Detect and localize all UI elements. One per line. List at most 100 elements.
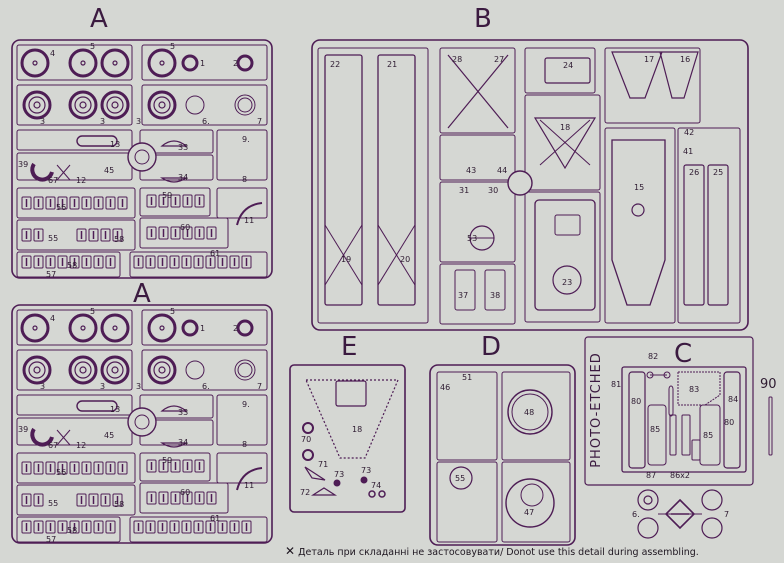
- sprue-a-compartment: [16, 349, 133, 391]
- track-part: [45, 520, 56, 534]
- part-number-label: 30: [488, 186, 498, 195]
- wheel-part: [22, 355, 52, 385]
- pin-part: [160, 140, 188, 183]
- track-part: [88, 493, 99, 507]
- track-part: [33, 461, 44, 475]
- tire-hub: [80, 325, 86, 331]
- track-part: [33, 493, 44, 507]
- track-part: [105, 196, 116, 210]
- part-number-label: 1: [200, 324, 205, 333]
- track-part: [105, 520, 116, 534]
- part-number-label: 33: [178, 408, 188, 417]
- track-part: [206, 491, 217, 505]
- part-number-label: 8: [242, 175, 247, 184]
- part-number-label: 86x2: [670, 471, 690, 480]
- part-23-dome: [552, 265, 582, 295]
- track-part: [158, 226, 169, 240]
- track-part: [45, 196, 56, 210]
- part-number-label: 51: [462, 373, 472, 382]
- part-number-label: 34: [178, 438, 188, 447]
- sprue-a-compartment: [216, 129, 268, 181]
- sprue-b-compartment: [439, 47, 516, 134]
- track-part: [117, 196, 128, 210]
- track-part: [181, 255, 192, 269]
- track-part: [205, 520, 216, 534]
- part-number-label: 61: [210, 249, 220, 258]
- link-part: [76, 400, 118, 412]
- hub-part: [236, 54, 254, 72]
- wheel-rim: [106, 361, 124, 379]
- sprue-a-compartment: [16, 251, 121, 278]
- sprue-a-compartment: [129, 516, 268, 543]
- track-part: [105, 461, 116, 475]
- part-38: [484, 269, 506, 311]
- part-48-inner: [511, 393, 549, 431]
- arm-part: [236, 467, 263, 491]
- track-part: [81, 520, 92, 534]
- sprue-a-compartment: [141, 349, 268, 391]
- sprue-b-compartment: [524, 191, 601, 323]
- track-part: [69, 520, 80, 534]
- wheel-6-hub: [643, 495, 653, 505]
- wheel-rim: [153, 361, 171, 379]
- part-15-hole: [631, 203, 645, 217]
- part-18: [533, 117, 597, 170]
- part-number-label: 47: [524, 508, 534, 517]
- hub-part: [185, 95, 205, 115]
- ring-part: [237, 362, 253, 378]
- track-part: [146, 459, 157, 473]
- sprue-a-frame: [11, 39, 273, 279]
- track-part: [217, 255, 228, 269]
- sprue-b-compartment: [524, 47, 596, 94]
- track-part: [194, 491, 205, 505]
- part-number-label: 13: [110, 140, 120, 149]
- wheel-rim: [153, 96, 171, 114]
- track-part: [100, 493, 111, 507]
- part-70: [302, 422, 314, 434]
- part-number-label: 31: [459, 186, 469, 195]
- sprue-b-compartment: [439, 134, 516, 181]
- track-part: [57, 520, 68, 534]
- sprue-letter-e: E: [341, 332, 357, 362]
- tire-hub: [32, 325, 38, 331]
- wheel-6-diagram: [637, 517, 659, 539]
- wheel-part: [147, 90, 177, 120]
- part-number-label: 39: [18, 160, 28, 169]
- track-part: [81, 196, 92, 210]
- part-number-label: 85: [650, 425, 660, 434]
- sprue-b-compartment: [524, 94, 601, 191]
- part-number-label: 8: [242, 440, 247, 449]
- not-used-cross-icon: [56, 429, 71, 446]
- track-part: [112, 493, 123, 507]
- sprue-b-compartment: [604, 47, 701, 124]
- part-23-hatch: [554, 214, 581, 236]
- track-part: [157, 255, 168, 269]
- part-48: [507, 389, 553, 435]
- part-number-label: 7: [257, 117, 262, 126]
- track-part: [69, 255, 80, 269]
- part-number-label: 24: [563, 61, 573, 70]
- part-number-label: 73: [361, 466, 371, 475]
- part-16-17: [611, 51, 699, 99]
- sprue-a-compartment: [141, 44, 268, 81]
- track-part: [57, 255, 68, 269]
- tire-hub: [32, 60, 38, 66]
- wheel-hub: [111, 101, 119, 109]
- wheel-rim: [106, 96, 124, 114]
- part-number-label: 60: [180, 488, 190, 497]
- part-number-label: 45: [104, 166, 114, 175]
- sprue-a-compartment: [16, 309, 133, 346]
- part-number-label: 82: [648, 352, 658, 361]
- track-part: [157, 520, 168, 534]
- part-number-label: 43: [466, 166, 476, 175]
- wheel-part: [22, 90, 52, 120]
- part-number-label: 17: [644, 55, 654, 64]
- sprue-a-compartment: [16, 84, 133, 126]
- part-number-label: 11: [244, 481, 254, 490]
- track-part: [21, 493, 32, 507]
- part-number-label: 6.: [202, 117, 210, 126]
- part-number-label: 71: [318, 460, 328, 469]
- wheel-rim: [28, 361, 46, 379]
- track-part: [81, 255, 92, 269]
- part-83: [677, 371, 721, 406]
